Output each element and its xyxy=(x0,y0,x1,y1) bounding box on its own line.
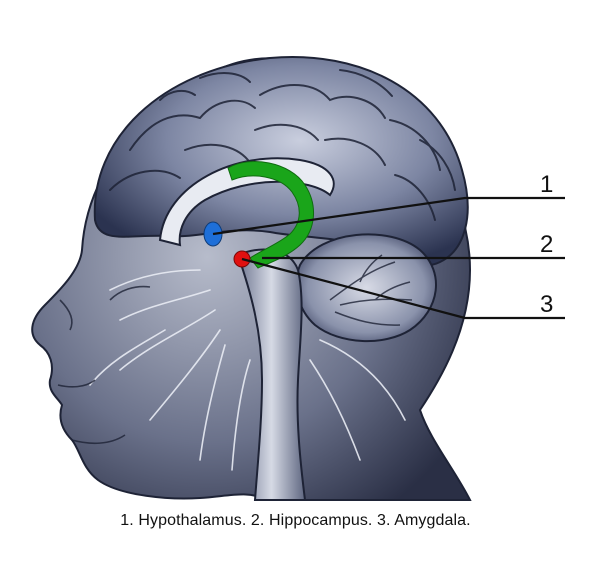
nerve-lines xyxy=(89,269,406,471)
leader-line-1 xyxy=(212,196,565,236)
callout-label-3: 3 xyxy=(540,291,553,318)
hippocampus-region xyxy=(227,161,315,269)
arbor-vitae xyxy=(329,254,413,326)
cerebellum xyxy=(295,233,437,343)
callout-label-2: 2 xyxy=(540,231,553,258)
leader-lines xyxy=(212,196,565,320)
leader-line-3 xyxy=(241,257,565,320)
gyri-lines xyxy=(109,69,456,221)
callout-label-1: 1 xyxy=(540,171,553,198)
face-contour-lines xyxy=(57,285,151,445)
brainstem xyxy=(236,248,307,501)
figure-caption: 1. Hypothalamus. 2. Hippocampus. 3. Amyg… xyxy=(120,512,471,529)
